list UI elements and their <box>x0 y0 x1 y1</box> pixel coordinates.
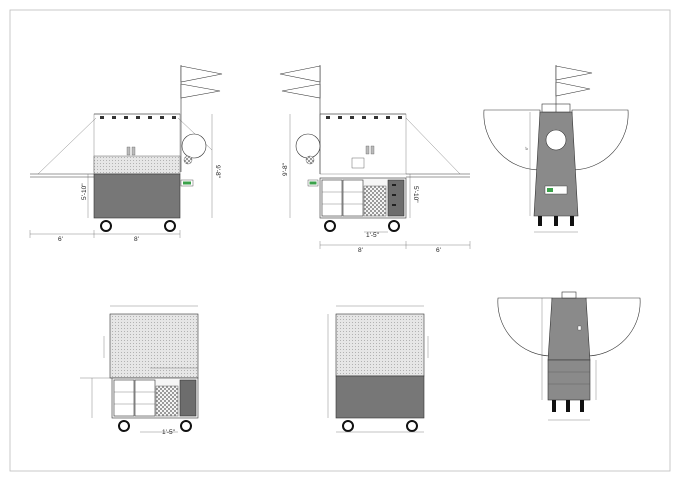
awning-scallops <box>326 116 402 119</box>
dim-vert-left: 9'-8" <box>282 162 289 176</box>
flag <box>555 65 593 81</box>
flag <box>180 65 223 83</box>
flag <box>281 83 321 99</box>
round-sign <box>181 133 207 159</box>
wheel <box>100 220 112 232</box>
wheel <box>342 420 354 432</box>
dim-vert-right: 9'-8" <box>214 165 221 179</box>
flag <box>180 83 221 99</box>
flag <box>279 65 321 83</box>
dim-vert-right: 5'-10" <box>412 186 419 203</box>
wheel <box>324 220 336 232</box>
dim-horiz-right: 6' <box>436 247 441 254</box>
round-sign <box>295 133 321 159</box>
cart-body <box>335 375 425 419</box>
dim-horiz-left: 8' <box>358 247 363 254</box>
dim-vert-left: 5'-10" <box>81 183 88 200</box>
side-view-wings-bottom <box>497 291 641 421</box>
dim-horiz-right: 8' <box>134 236 139 243</box>
awning-scallops <box>100 116 176 119</box>
elevation-left-view: 6' 8' 5'-10" 9'-8" <box>29 65 223 243</box>
wheel <box>164 220 176 232</box>
wheel <box>180 420 192 432</box>
sheet-border <box>9 9 671 472</box>
dim-horiz-left: 6' <box>58 236 63 243</box>
wheel <box>388 220 400 232</box>
dim-horiz-cab: 1'-5" <box>366 232 380 239</box>
dim-horiz-cab: 1'-5" <box>162 429 176 436</box>
side-view-wings-top: 6" <box>483 65 629 233</box>
wheel <box>118 420 130 432</box>
elevation-front-view: 9'-8" 1'-5" 8' 6' 5'-10" <box>279 65 471 254</box>
svg-text:6": 6" <box>525 146 529 150</box>
flag <box>555 81 591 97</box>
rear-view-left: 1'-5" <box>80 305 199 436</box>
rear-view-center <box>327 305 429 433</box>
wheel <box>406 420 418 432</box>
cart-body <box>93 173 181 219</box>
